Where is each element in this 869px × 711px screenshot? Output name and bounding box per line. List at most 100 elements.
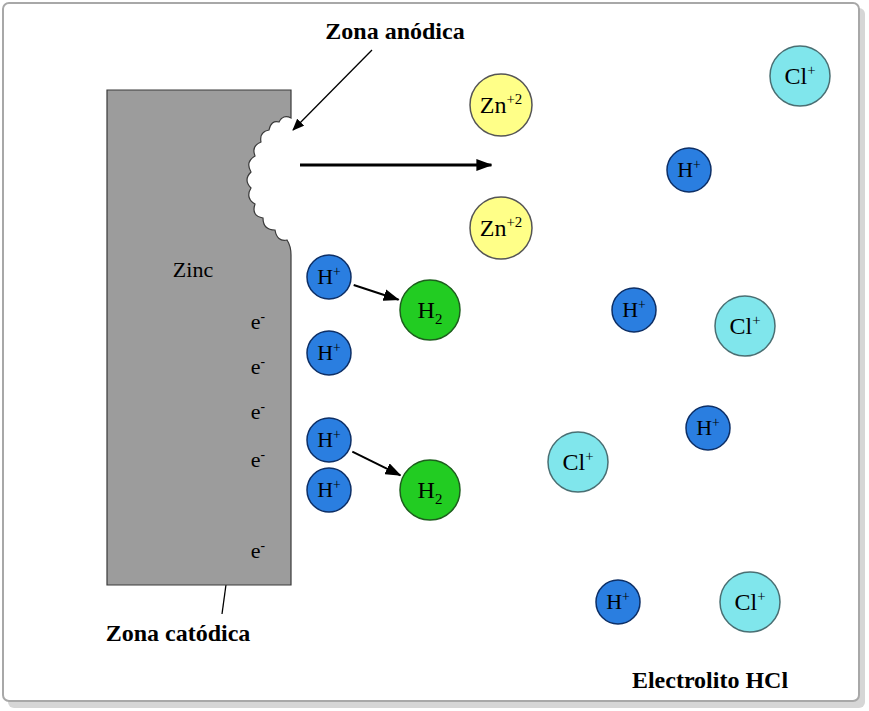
- ion-formula: Zn+2: [480, 216, 523, 240]
- hydrogen-ion: H+: [306, 467, 352, 513]
- ion-formula: Zn+2: [480, 93, 523, 117]
- ion-formula: Cl+: [729, 314, 760, 338]
- hydrogen-ion: H+: [666, 147, 712, 193]
- charge: +: [333, 264, 341, 279]
- symbol: e: [251, 399, 261, 424]
- ion-formula: H2: [418, 298, 443, 322]
- ion-circle: [667, 148, 711, 192]
- symbol: H: [317, 264, 333, 289]
- ion-circle: [400, 280, 460, 340]
- zone-label: Zona catódica: [106, 620, 251, 646]
- ion-circle: [307, 255, 351, 299]
- chloride-ion: Cl+: [714, 295, 776, 357]
- charge: -: [261, 447, 266, 462]
- zinc-ion: Zn+2: [469, 196, 533, 260]
- symbol: e: [251, 309, 261, 334]
- symbol: e: [251, 354, 261, 379]
- ion-circle: [307, 418, 351, 462]
- symbol: H: [317, 427, 333, 452]
- charge: -: [261, 538, 266, 553]
- zinc-body: [107, 90, 291, 585]
- ion-formula: H+: [317, 429, 341, 451]
- ion-circle: [612, 288, 656, 332]
- hydrogen-ion: H+: [685, 405, 731, 451]
- ion-circle: [470, 74, 532, 136]
- chloride-ion: Cl+: [719, 571, 781, 633]
- symbol: Cl: [562, 449, 585, 475]
- charge: -: [261, 399, 266, 414]
- charge: +2: [506, 214, 522, 230]
- symbol: Zn: [480, 92, 507, 118]
- reaction-arrow: [352, 452, 400, 476]
- charge: +: [333, 427, 341, 442]
- symbol: H: [317, 340, 333, 365]
- hydrogen-ion: H+: [595, 579, 641, 625]
- ion-formula: Cl+: [562, 450, 593, 474]
- zone-label: Zona anódica: [325, 18, 464, 44]
- ion-formula: H2: [418, 478, 443, 502]
- ion-circle: [400, 460, 460, 520]
- subscript: 2: [435, 311, 442, 327]
- hydrogen-ion: H+: [611, 287, 657, 333]
- symbol: H: [317, 477, 333, 502]
- symbol: Zn: [480, 215, 507, 241]
- charge: -: [261, 354, 266, 369]
- symbol: H: [606, 589, 622, 614]
- symbol: e: [251, 447, 261, 472]
- reaction-arrow: [354, 285, 399, 300]
- hydrogen-molecule: H2: [399, 459, 461, 521]
- frame: [3, 3, 859, 701]
- ion-formula: H+: [606, 591, 630, 613]
- charge: -: [261, 309, 266, 324]
- symbol: Cl: [729, 313, 752, 339]
- charge: +: [333, 477, 341, 492]
- ion-circle: [720, 572, 780, 632]
- ion-circle: [715, 296, 775, 356]
- electrolyte-label: Electrolito HCl: [632, 667, 788, 693]
- ion-formula: H+: [677, 159, 701, 181]
- ion-circle: [596, 580, 640, 624]
- symbol: H: [418, 477, 435, 503]
- ion-circle: [307, 468, 351, 512]
- ion-formula: Cl+: [734, 590, 765, 614]
- charge: +: [712, 415, 720, 430]
- ion-formula: H+: [696, 417, 720, 439]
- electron: e-: [251, 356, 265, 378]
- electrode-outline: [107, 90, 291, 585]
- ion-formula: H+: [622, 299, 646, 321]
- metal-name: Zinc: [173, 259, 213, 281]
- ion-formula: H+: [317, 266, 341, 288]
- charge: +: [333, 340, 341, 355]
- hydrogen-ion: H+: [306, 330, 352, 376]
- zinc-electrode: Zince-e-e-e-e-: [107, 90, 291, 585]
- hydrogen-ion: H+: [306, 254, 352, 300]
- charge: +: [757, 588, 765, 604]
- symbol: Cl: [784, 63, 807, 89]
- ion-circle: [770, 46, 830, 106]
- hydrogen-ion: H+: [306, 417, 352, 463]
- electron: e-: [251, 401, 265, 423]
- reaction-arrow: [300, 164, 491, 167]
- ion-circle: [307, 331, 351, 375]
- symbol: H: [696, 415, 712, 440]
- symbol: Cl: [734, 589, 757, 615]
- ion-circle: [470, 197, 532, 259]
- symbol: H: [418, 297, 435, 323]
- charge: +: [693, 157, 701, 172]
- ion-circle: [548, 432, 608, 492]
- chloride-ion: Cl+: [769, 45, 831, 107]
- symbol: H: [622, 297, 638, 322]
- charge: +: [752, 312, 760, 328]
- ion-formula: Cl+: [784, 64, 815, 88]
- charge: +: [585, 448, 593, 464]
- ion-formula: H+: [317, 342, 341, 364]
- symbol: e: [251, 538, 261, 563]
- charge: +: [807, 62, 815, 78]
- hydrogen-molecule: H2: [399, 279, 461, 341]
- ion-circle: [686, 406, 730, 450]
- zinc-ion: Zn+2: [469, 73, 533, 137]
- chloride-ion: Cl+: [547, 431, 609, 493]
- symbol: H: [677, 157, 693, 182]
- charge: +: [638, 297, 646, 312]
